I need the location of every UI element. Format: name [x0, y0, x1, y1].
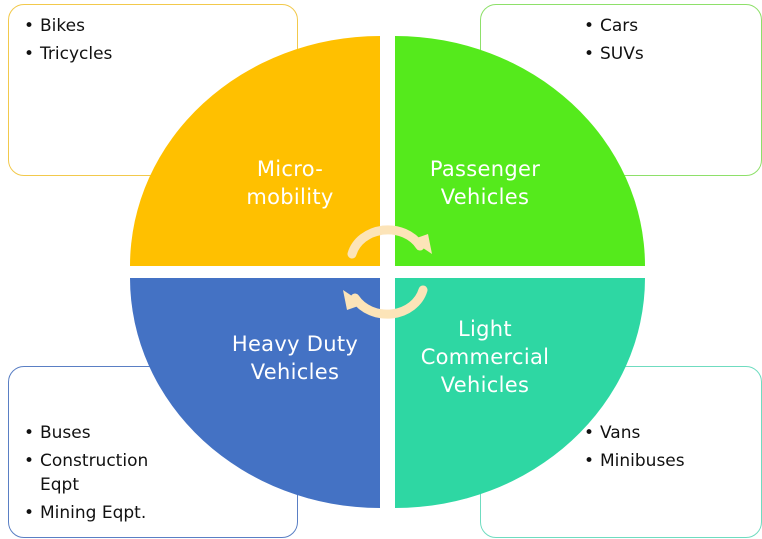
- label-line: Vehicles: [250, 360, 340, 384]
- quadrant-passenger-vehicles: [395, 36, 645, 266]
- label-line: Light: [458, 317, 512, 341]
- list-passenger: Cars SUVs: [584, 14, 644, 70]
- quadrant-micromobility: [130, 36, 380, 266]
- list-item: SUVs: [584, 42, 644, 66]
- label-light-commercial-vehicles: Light Commercial Vehicles: [395, 315, 575, 399]
- label-passenger-vehicles: Passenger Vehicles: [400, 155, 570, 211]
- cycle-arrow-bottom-icon: [350, 285, 428, 319]
- label-line: Vehicles: [440, 373, 530, 397]
- quadrant-light-commercial-vehicles: [395, 278, 645, 508]
- list-item-line: Eqpt: [40, 475, 79, 495]
- label-line: mobility: [246, 185, 334, 209]
- cycle-arrow-top-icon: [347, 225, 425, 259]
- cycle-arrows-icon: [343, 225, 432, 319]
- quadrant-heavy-duty-vehicles: [130, 278, 380, 508]
- list-item: Minibuses: [584, 449, 685, 473]
- list-item: Mining Eqpt.: [24, 501, 174, 525]
- list-item: Tricycles: [24, 42, 112, 66]
- list-item: Cars: [584, 14, 644, 38]
- cycle-arrowhead-top-icon: [411, 234, 432, 254]
- label-micromobility: Micro- mobility: [200, 155, 380, 211]
- list-item-line: Construction: [40, 451, 149, 471]
- label-line: Heavy Duty: [231, 332, 359, 356]
- list-item: Bikes: [24, 14, 112, 38]
- label-line: Passenger: [429, 157, 541, 181]
- list-item: Buses: [24, 421, 174, 445]
- cycle-arrowhead-bottom-icon: [343, 290, 364, 310]
- list-micromobility: Bikes Tricycles: [24, 14, 112, 70]
- label-line: Micro-: [256, 157, 324, 181]
- list-item: Vans: [584, 421, 685, 445]
- label-line: Vehicles: [440, 185, 530, 209]
- label-line: Commercial: [420, 345, 550, 369]
- list-light-commercial: Vans Minibuses: [584, 421, 685, 477]
- label-heavy-duty-vehicles: Heavy Duty Vehicles: [205, 330, 385, 386]
